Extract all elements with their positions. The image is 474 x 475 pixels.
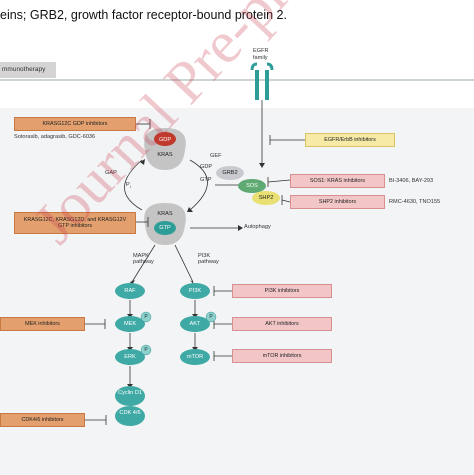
mek-node [115,316,145,332]
raf-node [115,283,145,299]
akt-node [180,316,210,332]
cdk46-inhibitors-box: CDK4/6 inhibitors [0,413,85,427]
mek-label: MEK [123,321,137,327]
kras-gtp-inhibitors-box: KRASG12C, KRASG12D, and KRASG12V GTP inh… [14,212,136,234]
pi-label-sub: i [129,184,131,190]
figure-caption: eins; GRB2, growth factor receptor-bound… [0,8,287,22]
pi-label: Pi [126,182,131,189]
kras-gdp-inhibitors-box: KRASG12C GDP inhibitors [14,117,136,131]
egfr-label: EGFR [253,48,269,54]
kras-gtp-node [144,203,186,245]
kras-top-label: KRAS [157,152,173,158]
gtp-node-label: GTP [159,225,171,231]
sos1-drugs-label: BI-3406, BAY-293 [389,178,434,184]
akt-phospho [205,311,217,323]
inhibition-lines [85,119,305,425]
mapk-pathway-label: MAPK pathway [133,253,154,265]
akt-inhibitors-box: AKT inhibitors [232,317,332,331]
kras-bottom-label: KRAS [157,211,173,217]
grb2-node [216,166,244,180]
pathway-arrows [129,244,196,384]
egfr-receptor-icon [250,62,274,110]
cyclin-label: Cyclin D1 [118,390,142,396]
erk-phospho [140,344,152,356]
egfr-family-label: family [253,55,268,61]
pi-label-main: P [126,182,130,188]
mtor-inhibitors-box: mTOR inhibitors [232,349,332,363]
erk-p-label: P [144,347,148,353]
gdp-node-label: GDP [158,137,172,143]
shp2-inhibitors-box: SHP2 inhibitors [290,195,385,209]
raf-label: RAF [124,288,136,294]
cyclin-d1-node [115,386,145,406]
shp2-label: SHP2 [258,195,274,201]
akt-p-label: P [209,314,213,320]
gap-cycle-arrow [124,159,143,211]
pi3k-node [180,283,210,299]
kras-gdp-drugs-label: Sotorasib, adagrasib, GDC-6036 [14,134,96,140]
cdk46-node [115,406,145,426]
section-label-immunotherapy: mmunotherapy [0,62,56,78]
shp2-node [252,191,280,205]
mtor-node [180,349,210,365]
mek-phospho [140,311,152,323]
sos-node [238,179,266,193]
pi3k-pathway-label: PI3K pathway [198,253,219,265]
shp2-drugs-label: RMC-4630, TNO155 [389,199,441,205]
pi3k-label: PI3K [188,288,202,294]
mek-inhibitors-box: MEK inhibitors [0,317,85,331]
erk-label: ERK [124,354,136,360]
gap-label: GAP [105,170,117,176]
mek-p-label: P [144,314,148,320]
gdp-label: GDP [200,164,213,170]
sos-label: SOS [246,183,258,189]
kras-gdp-node [144,128,186,170]
autophagy-label: Autophagy [244,224,271,230]
gtp-label: GTP [200,177,212,183]
sos1-inhibitors-box: SOS1: KRAS inhibitors [290,174,385,188]
mtor-label: mTOR [186,354,204,360]
pi3k-inhibitors-box: PI3K inhibitors [232,284,332,298]
gef-cycle-arrow [189,159,208,211]
gef-label: GEF [210,153,222,159]
grb2-label: GRB2 [222,170,238,176]
cdk-label: CDK 4/6 [119,410,141,416]
akt-label: AKT [189,321,201,327]
erk-node [115,349,145,365]
egfr-inhibitors-box: EGFR/ErbB inhibitors [305,133,395,147]
